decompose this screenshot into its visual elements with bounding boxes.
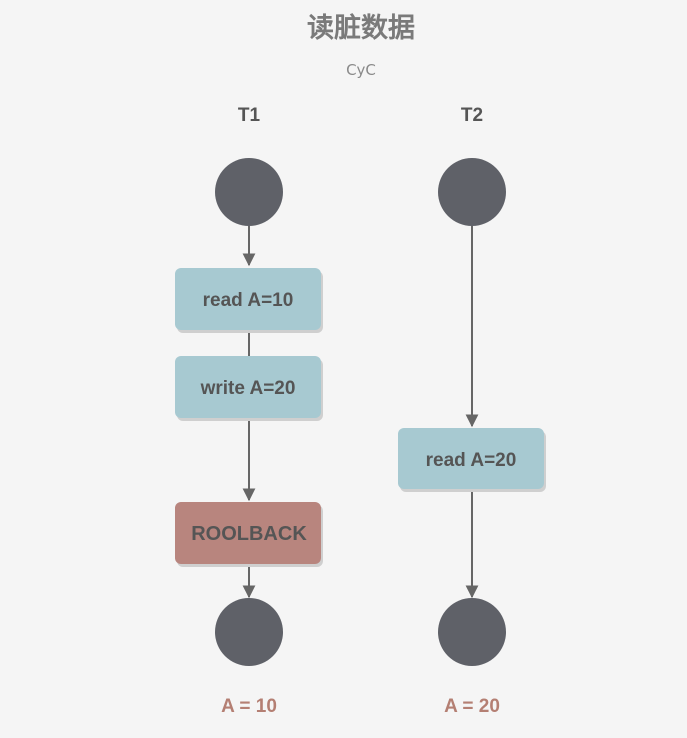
t1-end-node <box>215 598 283 666</box>
t2-start-node <box>438 158 506 226</box>
t1-write-step-box <box>175 356 321 418</box>
t1-result-label: A = 10 <box>221 696 277 717</box>
diagram-title: 读脏数据 <box>307 13 415 44</box>
column-label-t2: T2 <box>461 105 483 126</box>
t1-read-step-label: read A=10 <box>203 290 294 311</box>
t1-rollback-step-label: ROOLBACK <box>191 523 307 545</box>
t2-read-step-box <box>398 428 544 489</box>
t2-read-step-label: read A=20 <box>426 450 517 471</box>
t2-result-label: A = 20 <box>444 696 500 717</box>
t1-write-step-label: write A=20 <box>200 378 296 399</box>
diagram-subtitle: CyC <box>346 61 376 79</box>
t1-rollback-step-box <box>175 502 321 564</box>
t2-end-node <box>438 598 506 666</box>
t1-read-step-box <box>175 268 321 330</box>
column-label-t1: T1 <box>238 105 261 126</box>
t1-start-node <box>215 158 283 226</box>
